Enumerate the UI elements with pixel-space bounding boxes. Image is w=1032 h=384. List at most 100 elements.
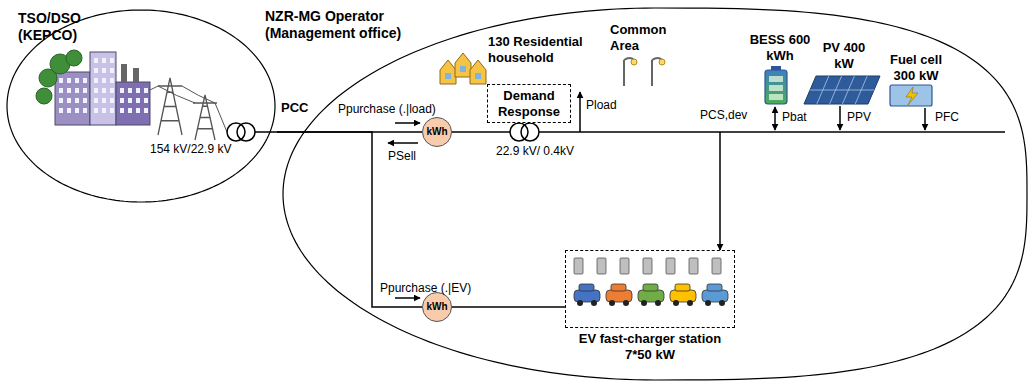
power-line bbox=[277, 132, 422, 307]
power-flow-arrow bbox=[719, 132, 721, 250]
power-flow-arrow bbox=[395, 122, 420, 124]
power-flow-arrow bbox=[395, 297, 420, 299]
window bbox=[75, 78, 79, 83]
window bbox=[102, 58, 106, 63]
ev-car bbox=[638, 290, 664, 302]
window bbox=[120, 108, 124, 113]
diagram-label: PFC bbox=[935, 110, 959, 124]
battery-terminal bbox=[771, 66, 781, 70]
window bbox=[102, 78, 106, 83]
plant-building bbox=[55, 72, 90, 125]
battery-icon bbox=[765, 70, 787, 104]
battery-bar bbox=[769, 85, 783, 91]
grid-region: TSO/DSO (KEPCO) bbox=[5, 8, 277, 204]
street-lamp bbox=[651, 60, 653, 86]
region-heading: TSO/DSO (KEPCO) bbox=[18, 10, 130, 44]
ev-wheel bbox=[655, 300, 661, 306]
ev-wheel bbox=[609, 300, 615, 306]
window bbox=[110, 58, 114, 63]
ev-car bbox=[574, 290, 600, 302]
fuel-cell-icon bbox=[890, 85, 932, 106]
house-window bbox=[445, 73, 451, 79]
battery-bar bbox=[769, 76, 783, 82]
pv-grid bbox=[810, 90, 874, 91]
power-flow-arrow bbox=[924, 108, 926, 130]
ev-car bbox=[675, 284, 690, 291]
pv-panel bbox=[804, 76, 880, 104]
bus-wire bbox=[452, 131, 510, 133]
window bbox=[120, 88, 124, 93]
window bbox=[136, 108, 140, 113]
window bbox=[59, 98, 63, 103]
window bbox=[83, 78, 87, 83]
window bbox=[136, 98, 140, 103]
window bbox=[94, 108, 98, 113]
window bbox=[67, 108, 71, 113]
power-flow-arrow bbox=[579, 92, 581, 132]
fast-charger bbox=[712, 258, 721, 274]
fast-charger bbox=[666, 258, 675, 274]
plant-building bbox=[90, 52, 116, 125]
tree bbox=[36, 88, 52, 104]
diagram-label: PCC bbox=[281, 100, 308, 116]
diagram-label: PSell bbox=[388, 149, 416, 163]
window bbox=[120, 98, 124, 103]
diagram-label: Common Area bbox=[610, 22, 672, 53]
power-flow-arrow bbox=[774, 107, 776, 130]
window bbox=[110, 78, 114, 83]
grid-wire bbox=[255, 131, 278, 133]
window bbox=[75, 98, 79, 103]
ev-car bbox=[579, 284, 594, 291]
window bbox=[59, 108, 63, 113]
power-line bbox=[452, 306, 565, 308]
window bbox=[59, 88, 63, 93]
transformer-symbol bbox=[227, 123, 245, 141]
house-icon bbox=[440, 60, 456, 84]
diagram-label: PPV bbox=[847, 110, 871, 124]
bus-wire bbox=[539, 131, 1005, 133]
house-window bbox=[460, 66, 466, 72]
plant-building bbox=[116, 82, 150, 125]
ev-car bbox=[702, 290, 728, 302]
diagram-label: Pload bbox=[586, 98, 617, 112]
window bbox=[94, 68, 98, 73]
window bbox=[102, 68, 106, 73]
diagram-label: 154 kV/22.9 kV bbox=[150, 142, 231, 156]
diagram-label: PCS,dev bbox=[700, 108, 747, 122]
power-flow-arrow bbox=[839, 106, 841, 130]
diagram-label: BESS 600 kWh bbox=[748, 32, 812, 63]
window bbox=[59, 78, 63, 83]
house-icon bbox=[470, 60, 486, 84]
transmission-tower bbox=[158, 78, 182, 135]
diagram-label: PV 400 kW bbox=[816, 40, 872, 71]
battery-bar bbox=[769, 94, 783, 100]
street-lamp bbox=[623, 60, 625, 86]
fast-charger bbox=[643, 258, 652, 274]
house-window bbox=[475, 73, 481, 79]
chimney bbox=[121, 64, 127, 82]
window bbox=[144, 88, 148, 93]
fast-charger bbox=[597, 258, 606, 274]
chimney bbox=[133, 68, 139, 82]
fast-charger bbox=[689, 258, 698, 274]
station-frame bbox=[565, 250, 735, 328]
window bbox=[110, 108, 114, 113]
window bbox=[94, 88, 98, 93]
fast-charger bbox=[620, 258, 629, 274]
ev-wheel bbox=[591, 300, 597, 306]
tree bbox=[66, 50, 82, 66]
diagram-label: Pbat bbox=[782, 110, 807, 124]
window bbox=[67, 88, 71, 93]
lamp-light bbox=[659, 59, 665, 65]
window bbox=[102, 108, 106, 113]
window bbox=[128, 108, 132, 113]
window bbox=[83, 108, 87, 113]
diagram-label: 22.9 kV/ 0.4kV bbox=[496, 144, 574, 158]
window bbox=[128, 98, 132, 103]
kwh-meter: kWh bbox=[422, 117, 452, 147]
box-label: Demand Response bbox=[494, 88, 564, 119]
ev-wheel bbox=[577, 300, 583, 306]
ev-wheel bbox=[687, 300, 693, 306]
region-heading: NZR-MG Operator (Management office) bbox=[265, 8, 437, 42]
ev-wheel bbox=[623, 300, 629, 306]
